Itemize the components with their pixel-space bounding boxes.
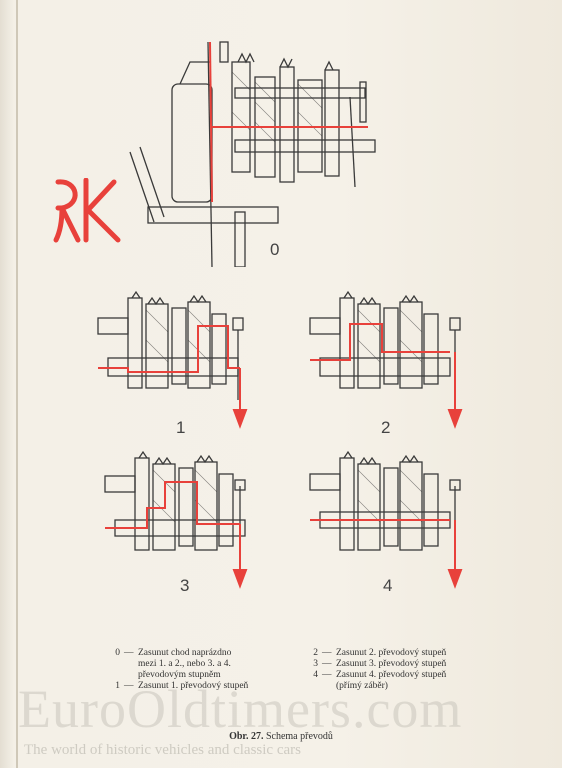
caption-text: Schema převodů: [265, 731, 333, 742]
legend-item-0: 0— Zasunut chod naprázdno mezi 1. a 2., …: [115, 648, 232, 680]
diagram-label-1: 1: [176, 418, 186, 437]
legend-item-3: 3— Zasunut 3. převodový stupeň: [313, 659, 447, 669]
gearbox-diagram-1: [97, 290, 248, 429]
gearbox-diagram-3: [104, 450, 248, 589]
legend-item-1: 1— Zasunut 1. převodový stupeň: [115, 681, 249, 691]
gearbox-diagram-4: [309, 450, 463, 589]
diagram-label-2: 2: [381, 418, 391, 437]
gearbox-diagram-2: [309, 290, 463, 429]
legend-right: 2— Zasunut 2. převodový stupeň 3— Zasunu…: [296, 648, 496, 692]
gearbox-diagram-0: [129, 41, 376, 267]
legend-left: 0— Zasunut chod naprázdno mezi 1. a 2., …: [98, 648, 288, 692]
caption-number: Obr. 27.: [229, 731, 264, 742]
diagram-label-4: 4: [383, 576, 393, 595]
legend-text-1: Zasunut 1. převodový stupeň: [138, 681, 249, 691]
legend-text-4: Zasunut 4. převodový stupeň (přímý záběr…: [336, 670, 447, 691]
legend-text-2: Zasunut 2. převodový stupeň: [336, 648, 447, 658]
rk-logo: [53, 178, 121, 243]
legend-text-0: Zasunut chod naprázdno mezi 1. a 2., neb…: [138, 648, 232, 680]
legend-text-3: Zasunut 3. převodový stupeň: [336, 659, 447, 669]
figure-caption: Obr. 27. Schema převodů: [0, 731, 562, 742]
watermark-tagline: The world of historic vehicles and class…: [24, 742, 301, 758]
page-spine: [16, 0, 18, 768]
legend-item-4: 4— Zasunut 4. převodový stupeň (přímý zá…: [313, 670, 447, 691]
diagram-label-3: 3: [180, 576, 190, 595]
watermark-main: EuroOldtimers.com: [18, 679, 463, 739]
diagram-label-0: 0: [270, 240, 280, 259]
legend-item-2: 2— Zasunut 2. převodový stupeň: [313, 648, 447, 658]
